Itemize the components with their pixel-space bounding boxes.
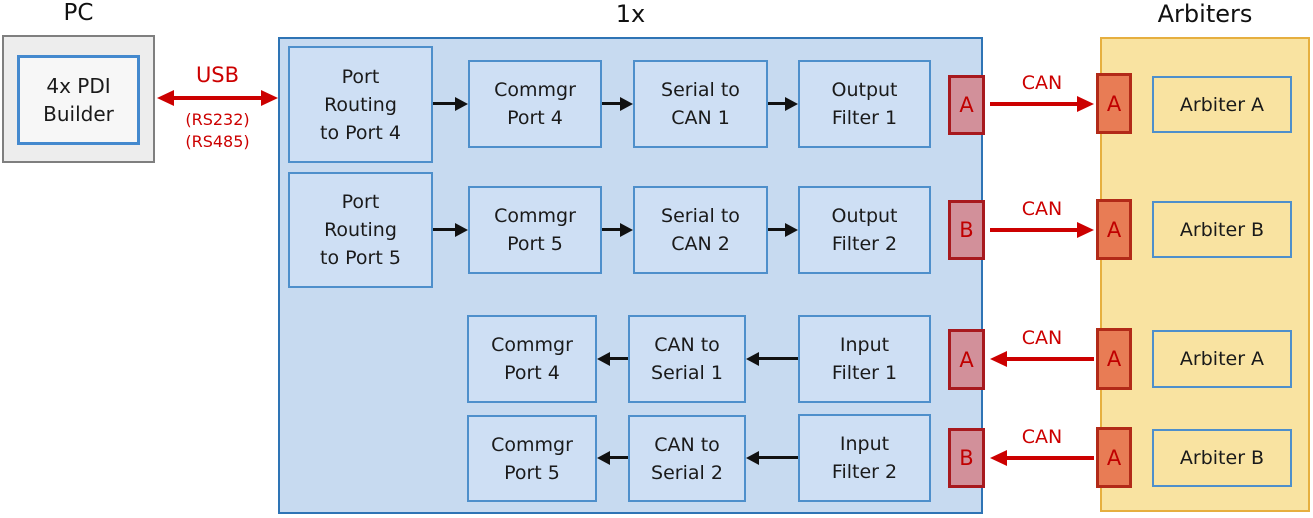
arrow-head-left bbox=[990, 450, 1007, 466]
arbiters-title: Arbiters bbox=[1157, 0, 1253, 28]
arrow-head-left bbox=[157, 90, 174, 106]
box-arbiter-b-1: Arbiter B bbox=[1152, 201, 1292, 258]
flow-arrow bbox=[746, 451, 798, 465]
flow-arrow bbox=[602, 97, 633, 111]
flow-arrow bbox=[768, 97, 798, 111]
box-commgr-port-4-in: Commgr Port 4 bbox=[467, 315, 597, 403]
flow-arrow bbox=[433, 97, 468, 111]
box-arbiter-a-2: Arbiter A bbox=[1152, 330, 1292, 388]
arrow-head-right bbox=[785, 97, 798, 111]
arrow-head-right bbox=[785, 223, 798, 237]
box-serial-to-can-1: Serial to CAN 1 bbox=[633, 60, 768, 148]
box-arbiter-a-1: Arbiter A bbox=[1152, 76, 1292, 133]
port-arbiter-b-1: A bbox=[1096, 199, 1132, 260]
box-commgr-port-5-in: Commgr Port 5 bbox=[467, 415, 597, 502]
arrow-head-right bbox=[455, 97, 468, 111]
arrow-shaft bbox=[607, 357, 628, 360]
arrow-head-right bbox=[455, 223, 468, 237]
arrow-head-left bbox=[597, 352, 610, 366]
box-can-to-serial-2: CAN to Serial 2 bbox=[628, 415, 746, 502]
box-output-filter-1: Output Filter 1 bbox=[798, 60, 931, 148]
arrow-head-right bbox=[1077, 222, 1094, 238]
can-link-label: CAN bbox=[1021, 327, 1063, 349]
can-arrow-out-1 bbox=[990, 96, 1094, 112]
arrow-shaft bbox=[768, 102, 788, 105]
usb-sublabel-rs485: (RS485) bbox=[185, 132, 250, 151]
usb-sublabel-rs232: (RS232) bbox=[185, 110, 250, 129]
pc-title: PC bbox=[63, 0, 94, 26]
flow-arrow bbox=[597, 352, 628, 366]
arrow-head-right bbox=[1077, 96, 1094, 112]
arrow-head-right bbox=[620, 223, 633, 237]
arrow-head-left bbox=[597, 451, 610, 465]
arrow-shaft bbox=[1004, 456, 1094, 460]
arrow-shaft bbox=[756, 456, 798, 459]
center-title: 1x bbox=[615, 0, 646, 28]
flow-arrow bbox=[602, 223, 633, 237]
can-arrow-out-2 bbox=[990, 222, 1094, 238]
flow-arrow bbox=[433, 223, 468, 237]
arrow-shaft bbox=[990, 228, 1080, 232]
can-arrow-in-2 bbox=[990, 450, 1094, 466]
box-commgr-port-4-out: Commgr Port 4 bbox=[468, 60, 602, 148]
arrow-head-left bbox=[746, 352, 759, 366]
arrow-shaft bbox=[768, 228, 788, 231]
arrow-shaft bbox=[1004, 357, 1094, 361]
can-link-label: CAN bbox=[1021, 426, 1063, 448]
port-arbiter-b-2: A bbox=[1096, 427, 1132, 488]
arrow-shaft bbox=[607, 456, 628, 459]
arrow-head-right bbox=[620, 97, 633, 111]
usb-label: USB bbox=[195, 63, 240, 87]
arrow-shaft bbox=[433, 102, 458, 105]
box-arbiter-b-2: Arbiter B bbox=[1152, 429, 1292, 487]
arrow-head-right bbox=[261, 90, 278, 106]
port-arbiter-a-1: A bbox=[1096, 73, 1132, 134]
box-port-routing-5: Port Routing to Port 5 bbox=[288, 172, 433, 288]
flow-arrow bbox=[746, 352, 798, 366]
arrow-shaft bbox=[173, 96, 262, 100]
port-1x-can-b-out: B bbox=[948, 200, 985, 260]
can-link-label: CAN bbox=[1021, 72, 1063, 94]
arrow-shaft bbox=[990, 102, 1080, 106]
box-output-filter-2: Output Filter 2 bbox=[798, 186, 931, 274]
flow-arrow bbox=[597, 451, 628, 465]
port-arbiter-a-2: A bbox=[1096, 328, 1132, 390]
box-can-to-serial-1: CAN to Serial 1 bbox=[628, 315, 746, 403]
arrow-shaft bbox=[756, 357, 798, 360]
arrow-shaft bbox=[602, 102, 623, 105]
pdi-builder-box: 4x PDI Builder bbox=[17, 55, 140, 145]
box-commgr-port-5-out: Commgr Port 5 bbox=[468, 186, 602, 274]
arrow-head-left bbox=[746, 451, 759, 465]
can-link-label: CAN bbox=[1021, 198, 1063, 220]
port-1x-can-a-out: A bbox=[948, 75, 985, 135]
usb-arrow bbox=[157, 90, 278, 106]
box-input-filter-2: Input Filter 2 bbox=[798, 414, 931, 502]
port-1x-can-b-in: B bbox=[948, 428, 985, 488]
arrow-shaft bbox=[602, 228, 623, 231]
flow-arrow bbox=[768, 223, 798, 237]
box-port-routing-4: Port Routing to Port 4 bbox=[288, 46, 433, 163]
arrow-head-left bbox=[990, 351, 1007, 367]
box-serial-to-can-2: Serial to CAN 2 bbox=[633, 186, 768, 274]
box-input-filter-1: Input Filter 1 bbox=[798, 315, 931, 403]
port-1x-can-a-in: A bbox=[948, 329, 985, 390]
arrow-shaft bbox=[433, 228, 458, 231]
can-arrow-in-1 bbox=[990, 351, 1094, 367]
